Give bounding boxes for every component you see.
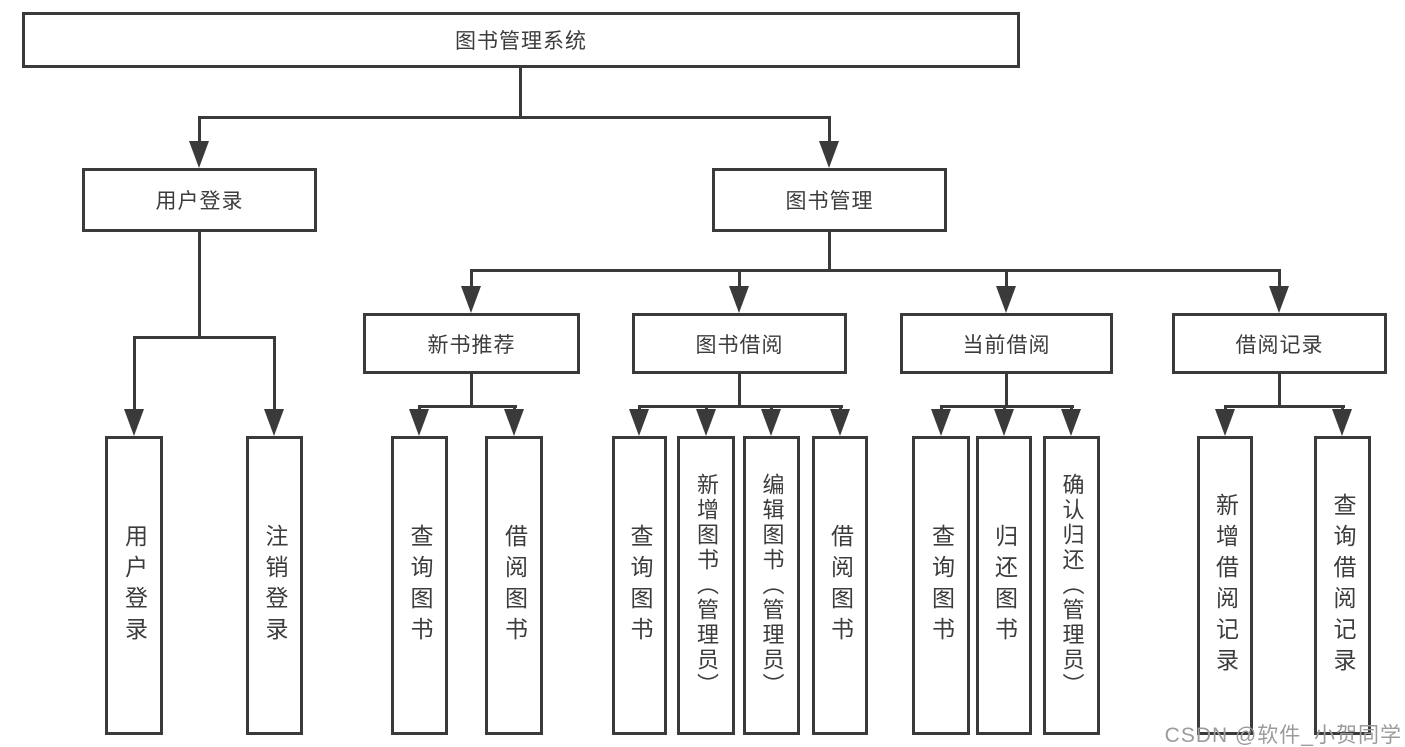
arrowhead-current-borrow xyxy=(996,286,1016,313)
node-user-login: 用户登录 xyxy=(82,168,317,232)
node-current-borrow: 当前借阅 xyxy=(900,313,1113,374)
connector-new-book-rec-stem xyxy=(470,374,473,408)
node-leaf-user-login: 用户登录 xyxy=(105,436,163,735)
arrowhead-book-borrow xyxy=(729,286,749,313)
connector-book-mgmt-bar xyxy=(470,269,1281,272)
connector-leaf-user-login-drop xyxy=(133,336,136,411)
node-borrow-records: 借阅记录 xyxy=(1172,313,1387,374)
node-leaf-borrow-book-a: 借阅图书 xyxy=(485,436,543,735)
node-root: 图书管理系统 xyxy=(22,12,1020,68)
connector-current-borrow-stem xyxy=(1005,374,1008,408)
connector-root-bar xyxy=(198,116,831,119)
arrowhead-leaf-add-record xyxy=(1215,409,1235,436)
arrowhead-leaf-add-book xyxy=(696,409,716,436)
connector-borrow-records-drop xyxy=(1278,269,1281,291)
connector-current-borrow-drop xyxy=(1005,269,1008,291)
arrowhead-user-login xyxy=(189,141,209,168)
arrowhead-leaf-borrow-book-a xyxy=(504,409,524,436)
connector-book-mgmt-stem xyxy=(828,232,831,272)
node-leaf-confirm-return: 确认归还（管理员） xyxy=(1043,436,1100,735)
arrowhead-book-mgmt xyxy=(819,141,839,168)
connector-borrow-records-stem xyxy=(1278,374,1281,408)
arrowhead-leaf-query-book-a xyxy=(409,409,429,436)
node-leaf-edit-book: 编辑图书（管理员） xyxy=(743,436,800,735)
connector-user-login-drop xyxy=(198,116,201,146)
connector-borrow-records-bar xyxy=(1224,405,1345,408)
connector-book-borrow-stem xyxy=(738,374,741,408)
connector-current-borrow-bar xyxy=(940,405,1074,408)
node-leaf-query-book-b: 查询图书 xyxy=(612,436,667,735)
connector-book-borrow-drop xyxy=(738,269,741,291)
arrowhead-borrow-records xyxy=(1269,286,1289,313)
connector-new-book-rec-bar xyxy=(418,405,517,408)
node-book-borrow: 图书借阅 xyxy=(632,313,847,374)
connector-user-login-stem xyxy=(198,232,201,339)
node-new-book-rec: 新书推荐 xyxy=(363,313,580,374)
node-leaf-query-book-c: 查询图书 xyxy=(912,436,970,735)
connector-user-login-bar xyxy=(133,336,276,339)
connector-new-book-rec-drop xyxy=(470,269,473,291)
connector-book-borrow-bar xyxy=(638,405,843,408)
arrowhead-leaf-return-book xyxy=(994,409,1014,436)
node-leaf-add-record: 新增借阅记录 xyxy=(1197,436,1253,735)
arrowhead-leaf-query-book-b xyxy=(629,409,649,436)
arrowhead-leaf-query-book-c xyxy=(931,409,951,436)
node-leaf-return-book: 归还图书 xyxy=(976,436,1032,735)
node-book-mgmt: 图书管理 xyxy=(712,168,947,232)
node-leaf-logout: 注销登录 xyxy=(246,436,303,735)
connector-root-stem xyxy=(519,66,522,119)
arrowhead-new-book-rec xyxy=(461,286,481,313)
node-leaf-add-book: 新增图书（管理员） xyxy=(677,436,735,735)
arrowhead-leaf-confirm-return xyxy=(1061,409,1081,436)
csdn-watermark: CSDN @软件_小贺同学 xyxy=(1164,724,1402,747)
connector-leaf-logout-drop xyxy=(273,336,276,411)
arrowhead-leaf-user-login xyxy=(124,409,144,436)
arrowhead-leaf-logout xyxy=(264,409,284,436)
node-leaf-borrow-book-b: 借阅图书 xyxy=(812,436,868,735)
node-leaf-query-book-a: 查询图书 xyxy=(391,436,448,735)
arrowhead-leaf-borrow-book-b xyxy=(830,409,850,436)
arrowhead-leaf-query-record xyxy=(1332,409,1352,436)
connector-book-mgmt-drop xyxy=(828,116,831,146)
arrowhead-leaf-edit-book xyxy=(761,409,781,436)
node-leaf-query-record: 查询借阅记录 xyxy=(1314,436,1371,735)
